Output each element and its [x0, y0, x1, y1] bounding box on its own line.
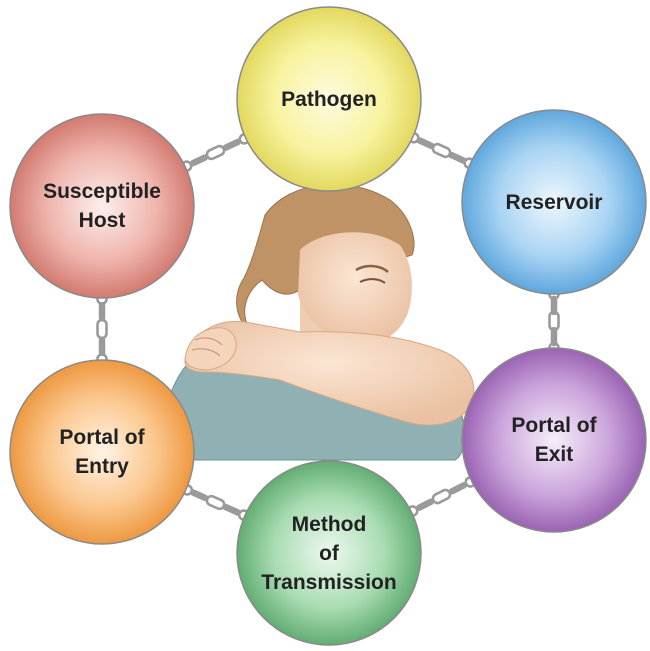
- node-circle-method-of-transmission: [237, 461, 421, 645]
- node-circle-portal-of-exit: [462, 348, 646, 532]
- chain-ring: [449, 482, 467, 495]
- node-circle-reservoir: [462, 110, 646, 294]
- chain-ring: [190, 154, 208, 166]
- chain-ring: [416, 498, 434, 511]
- node-circle-portal-of-entry: [10, 360, 194, 544]
- chain-ring: [100, 303, 105, 321]
- chain-ring: [100, 337, 105, 355]
- chain-ring: [205, 145, 225, 161]
- chain-ring: [98, 320, 107, 338]
- chain-ring: [223, 139, 241, 151]
- chain-ring: [431, 488, 451, 504]
- node-circle-pathogen: [237, 7, 421, 191]
- person-coughing-illustration: [170, 184, 474, 460]
- node-circle-susceptible-host: [10, 114, 194, 298]
